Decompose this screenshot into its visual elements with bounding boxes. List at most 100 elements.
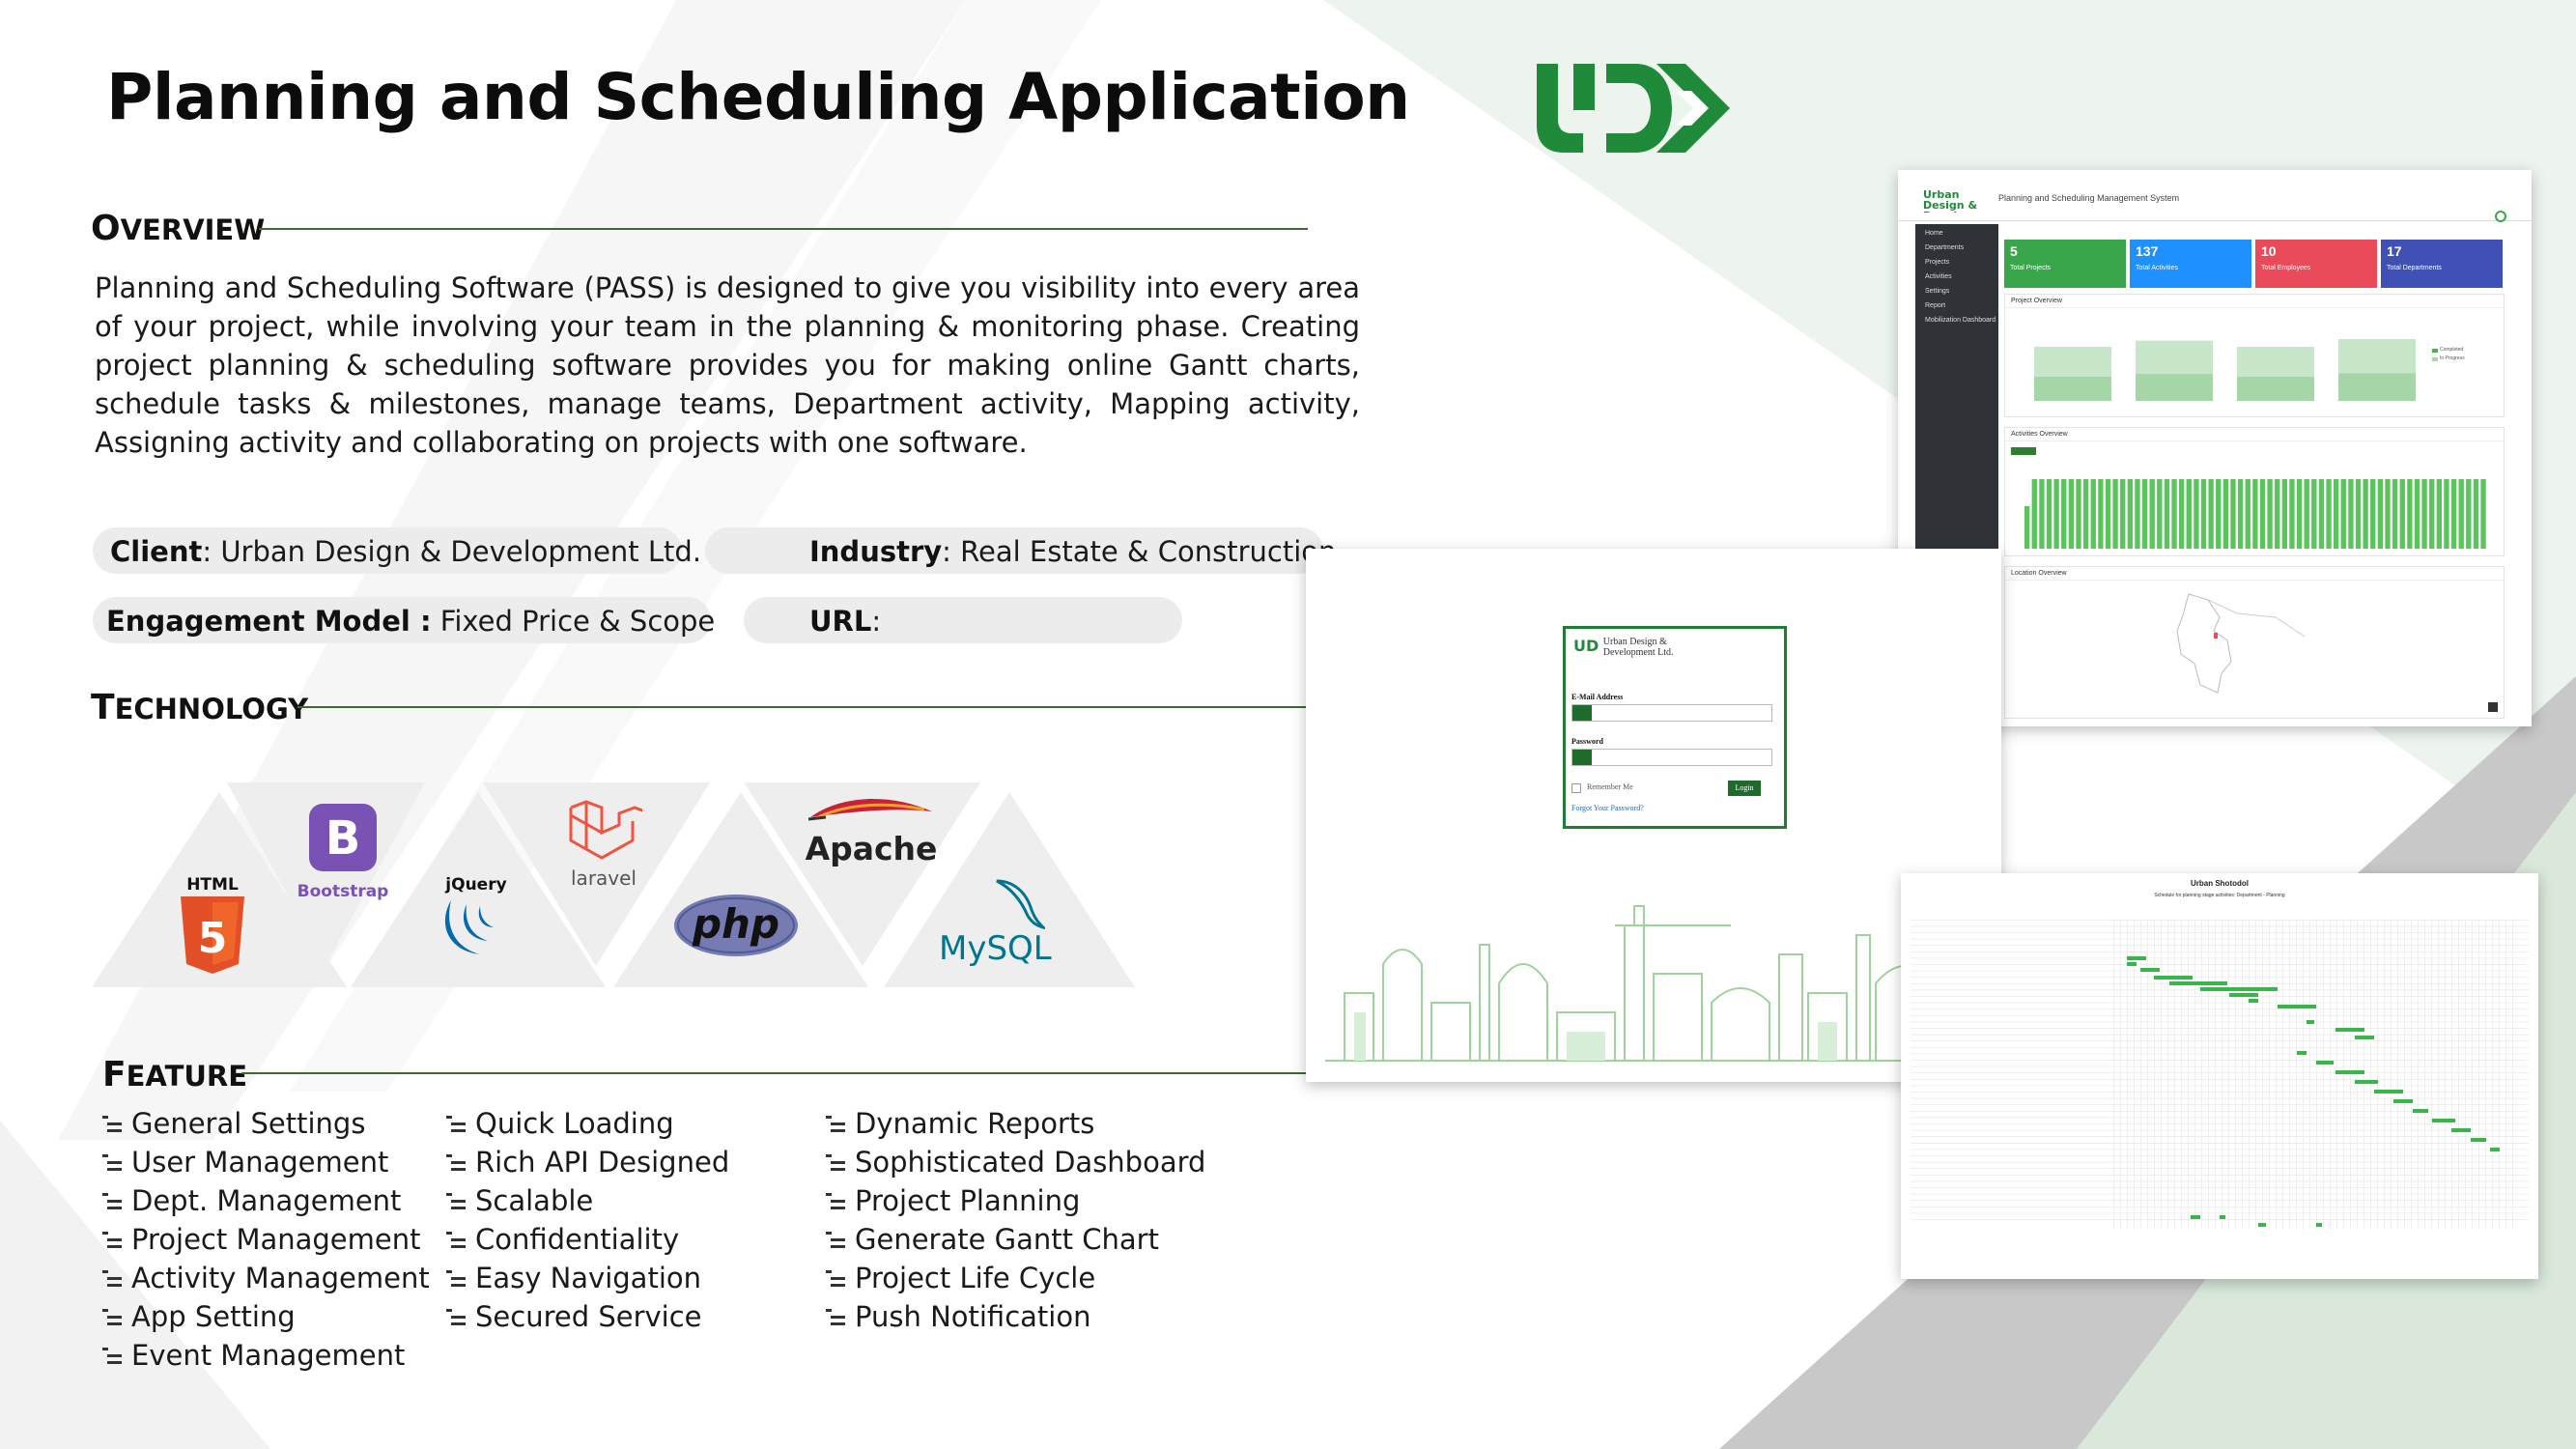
php-logo: php	[672, 893, 800, 958]
activity-bar	[2377, 479, 2384, 549]
stat-card-employees[interactable]: 10 Total Employees	[2255, 240, 2377, 288]
gantt-bar	[2229, 993, 2258, 997]
gantt-row-line	[1911, 1155, 2529, 1156]
activity-bar	[2149, 479, 2155, 549]
login-brand-text: Urban Design & Development Ltd.	[1602, 637, 1674, 658]
login-button[interactable]: Login	[1728, 781, 1761, 796]
gantt-row-line	[1911, 920, 2529, 921]
activity-bar	[2421, 479, 2427, 549]
gantt-col-line	[2208, 920, 2209, 1229]
activity-bar	[2355, 479, 2362, 549]
stat-card-projects[interactable]: 5 Total Projects	[2004, 240, 2126, 288]
activity-bar	[2370, 479, 2376, 549]
sidebar-item[interactable]: Projects	[1925, 259, 1950, 266]
sidebar-item[interactable]: Departments	[1925, 244, 1965, 251]
gantt-row-line	[1911, 1161, 2529, 1163]
logout-icon[interactable]	[2495, 211, 2506, 222]
gantt-col-line	[2397, 920, 2398, 1229]
gantt-row-line	[1911, 1187, 2529, 1188]
gantt-row-line	[1911, 1028, 2529, 1029]
gantt-row-line	[1911, 1168, 2529, 1169]
gantt-row-line	[1911, 977, 2529, 978]
list-bullet-icon	[102, 1114, 122, 1133]
gantt-col-line	[2262, 920, 2263, 1229]
gantt-bar	[2374, 1090, 2403, 1094]
stat-label: Total Departments	[2387, 265, 2442, 271]
activity-bar	[2076, 479, 2081, 549]
map-control[interactable]	[2488, 702, 2498, 712]
gantt-row-line	[1911, 1129, 2529, 1131]
gantt-bar	[2471, 1138, 2486, 1142]
location-map[interactable]	[2150, 584, 2343, 710]
sidebar-item[interactable]: Activities	[1925, 273, 1952, 280]
stat-value: 5	[2010, 243, 2018, 259]
gantt-col-line	[2215, 920, 2216, 1229]
sidebar-item[interactable]: Mobilization Dashboard	[1925, 317, 1996, 324]
gantt-row-line	[1911, 1079, 2529, 1080]
activity-bar	[2385, 479, 2391, 549]
mysql-logo: MySQL	[933, 875, 1059, 968]
panel-title: Location Overview	[2005, 567, 2504, 581]
gantt-row-line	[1911, 1117, 2529, 1119]
activity-bar	[2053, 479, 2059, 549]
project-bar-bottom	[2338, 373, 2416, 401]
sidebar-item[interactable]: Settings	[1925, 288, 1950, 295]
feature-item: Secured Service	[446, 1297, 729, 1336]
password-field[interactable]	[1571, 749, 1772, 766]
forgot-password-link[interactable]: Forgot Your Password?	[1571, 804, 1644, 812]
activity-bar	[2200, 479, 2207, 549]
project-overview-panel: Project Overview Completed In Progress	[2004, 294, 2505, 417]
activity-bar	[2046, 479, 2052, 549]
feature-item: Sophisticated Dashboard	[826, 1143, 1205, 1181]
gantt-col-line	[2451, 920, 2452, 1229]
remember-label: Remember Me	[1587, 782, 1633, 791]
activity-bar	[2039, 479, 2045, 549]
activity-bar	[2458, 479, 2464, 549]
activity-bar	[2334, 479, 2339, 549]
gantt-bar	[2413, 1109, 2428, 1113]
gantt-bar	[2316, 1061, 2334, 1065]
list-bullet-icon	[446, 1268, 466, 1288]
activity-bar	[2252, 479, 2258, 549]
gantt-bar	[2307, 1020, 2314, 1024]
stat-label: Total Projects	[2010, 265, 2052, 271]
stat-card-activities[interactable]: 137 Total Activities	[2130, 240, 2251, 288]
udd-logo-icon	[1537, 64, 1730, 153]
gantt-col-line	[2289, 920, 2290, 1229]
feature-item: Easy Navigation	[446, 1259, 729, 1297]
gantt-col-line	[2472, 920, 2473, 1229]
feature-item: Project Planning	[826, 1181, 1205, 1220]
activity-bar	[2348, 479, 2354, 549]
mysql-dolphin-icon	[996, 879, 1045, 930]
list-bullet-icon	[102, 1268, 122, 1288]
bootstrap-icon: B	[309, 804, 377, 871]
feature-item: App Setting	[102, 1297, 430, 1336]
activity-bar	[2164, 479, 2170, 549]
project-bar-bottom	[2034, 376, 2111, 401]
url-info: URL:	[809, 605, 881, 638]
filter-button[interactable]	[2011, 447, 2036, 455]
gantt-col-line	[2330, 920, 2331, 1229]
industry-label: Industry	[809, 535, 943, 568]
gantt-col-line	[2147, 920, 2148, 1229]
activity-bar	[2450, 479, 2457, 549]
laravel-label: laravel	[571, 867, 637, 890]
gantt-row-line	[1911, 1136, 2529, 1137]
client-label: Client	[110, 535, 203, 568]
gantt-row-line	[1911, 1200, 2529, 1201]
gantt-col-line	[2167, 920, 2168, 1229]
feature-item: General Settings	[102, 1104, 430, 1143]
gantt-row-line	[1911, 1015, 2529, 1016]
feature-list-3: Dynamic Reports Sophisticated Dashboard …	[826, 1104, 1205, 1336]
remember-checkbox[interactable]	[1571, 783, 1581, 793]
sidebar-item[interactable]: Home	[1925, 230, 1943, 237]
gantt-bar	[2316, 1223, 2322, 1227]
sidebar-item[interactable]: Report	[1925, 302, 1946, 309]
url-pill	[744, 597, 1182, 643]
gantt-col-line	[2140, 920, 2141, 1229]
email-field[interactable]	[1571, 704, 1772, 722]
jquery-logo: jQuery	[433, 875, 520, 963]
stat-card-departments[interactable]: 17 Total Departments	[2381, 240, 2503, 288]
gantt-bar	[2297, 1051, 2307, 1055]
gantt-col-line	[2512, 920, 2513, 1229]
